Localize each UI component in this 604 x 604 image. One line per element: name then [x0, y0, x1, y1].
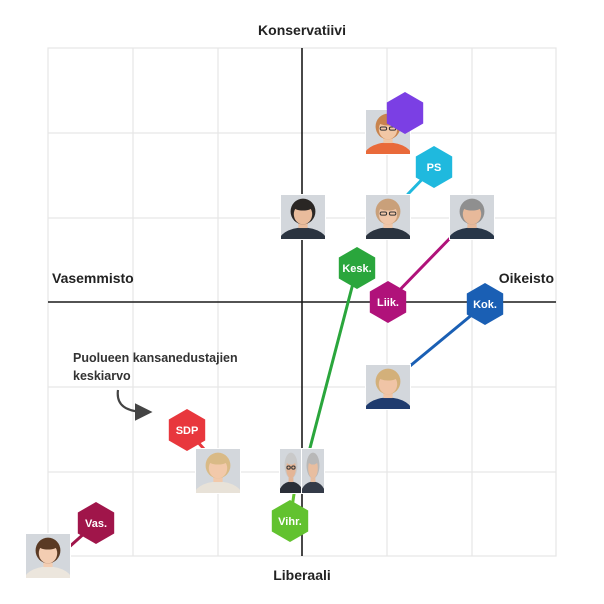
axis-label-bottom: Liberaali — [273, 567, 331, 583]
party-hex-kd[interactable] — [386, 92, 424, 134]
annotation-line-1: Puolueen kansanedustajien — [73, 351, 238, 365]
party-hex-sdp[interactable]: SDP — [168, 409, 206, 451]
party-label: Vihr. — [278, 516, 302, 528]
party-label: Kok. — [473, 299, 497, 311]
candidate-photo[interactable] — [363, 194, 414, 261]
party-hex-shape — [338, 247, 376, 289]
party-hex-shape — [271, 500, 309, 542]
party-label: SDP — [176, 425, 199, 437]
party-markers: PS Kesk. Liik. Kok. SDP Vihr. Vas. — [77, 92, 504, 544]
axis-label-right: Oikeisto — [499, 270, 554, 286]
annotation-arrow — [116, 389, 153, 421]
candidate-photo[interactable] — [447, 194, 498, 261]
candidate-photo[interactable] — [23, 533, 74, 600]
party-hex-shape — [369, 281, 407, 323]
axis-label-left: Vasemmisto — [52, 270, 134, 286]
party-label: Kesk. — [342, 263, 371, 275]
party-label: Vas. — [85, 518, 107, 530]
party-hex-ps[interactable]: PS — [415, 146, 453, 188]
party-hex-liik[interactable]: Liik. — [369, 281, 407, 323]
party-hex-shape — [77, 502, 115, 544]
party-hex-shape — [386, 92, 424, 134]
candidate-photo[interactable] — [193, 448, 244, 515]
party-hex-vihr[interactable]: Vihr. — [271, 500, 309, 542]
portraits — [23, 109, 498, 600]
party-hex-shape — [466, 283, 504, 325]
candidate-photo[interactable] — [278, 194, 329, 261]
party-hex-shape — [415, 146, 453, 188]
candidate-photo[interactable] — [300, 448, 326, 515]
party-hex-kok[interactable]: Kok. — [466, 283, 504, 325]
candidate-photo[interactable] — [278, 448, 304, 515]
party-label: Liik. — [377, 297, 399, 309]
connector-kesk — [308, 266, 359, 450]
annotation-line-2: keskiarvo — [73, 369, 131, 383]
party-hex-kesk[interactable]: Kesk. — [338, 247, 376, 289]
axis-label-top: Konservatiivi — [258, 22, 346, 38]
party-label: PS — [427, 162, 442, 174]
candidate-photo[interactable] — [363, 364, 414, 431]
party-hex-shape — [168, 409, 206, 451]
party-hex-vas[interactable]: Vas. — [77, 502, 115, 544]
